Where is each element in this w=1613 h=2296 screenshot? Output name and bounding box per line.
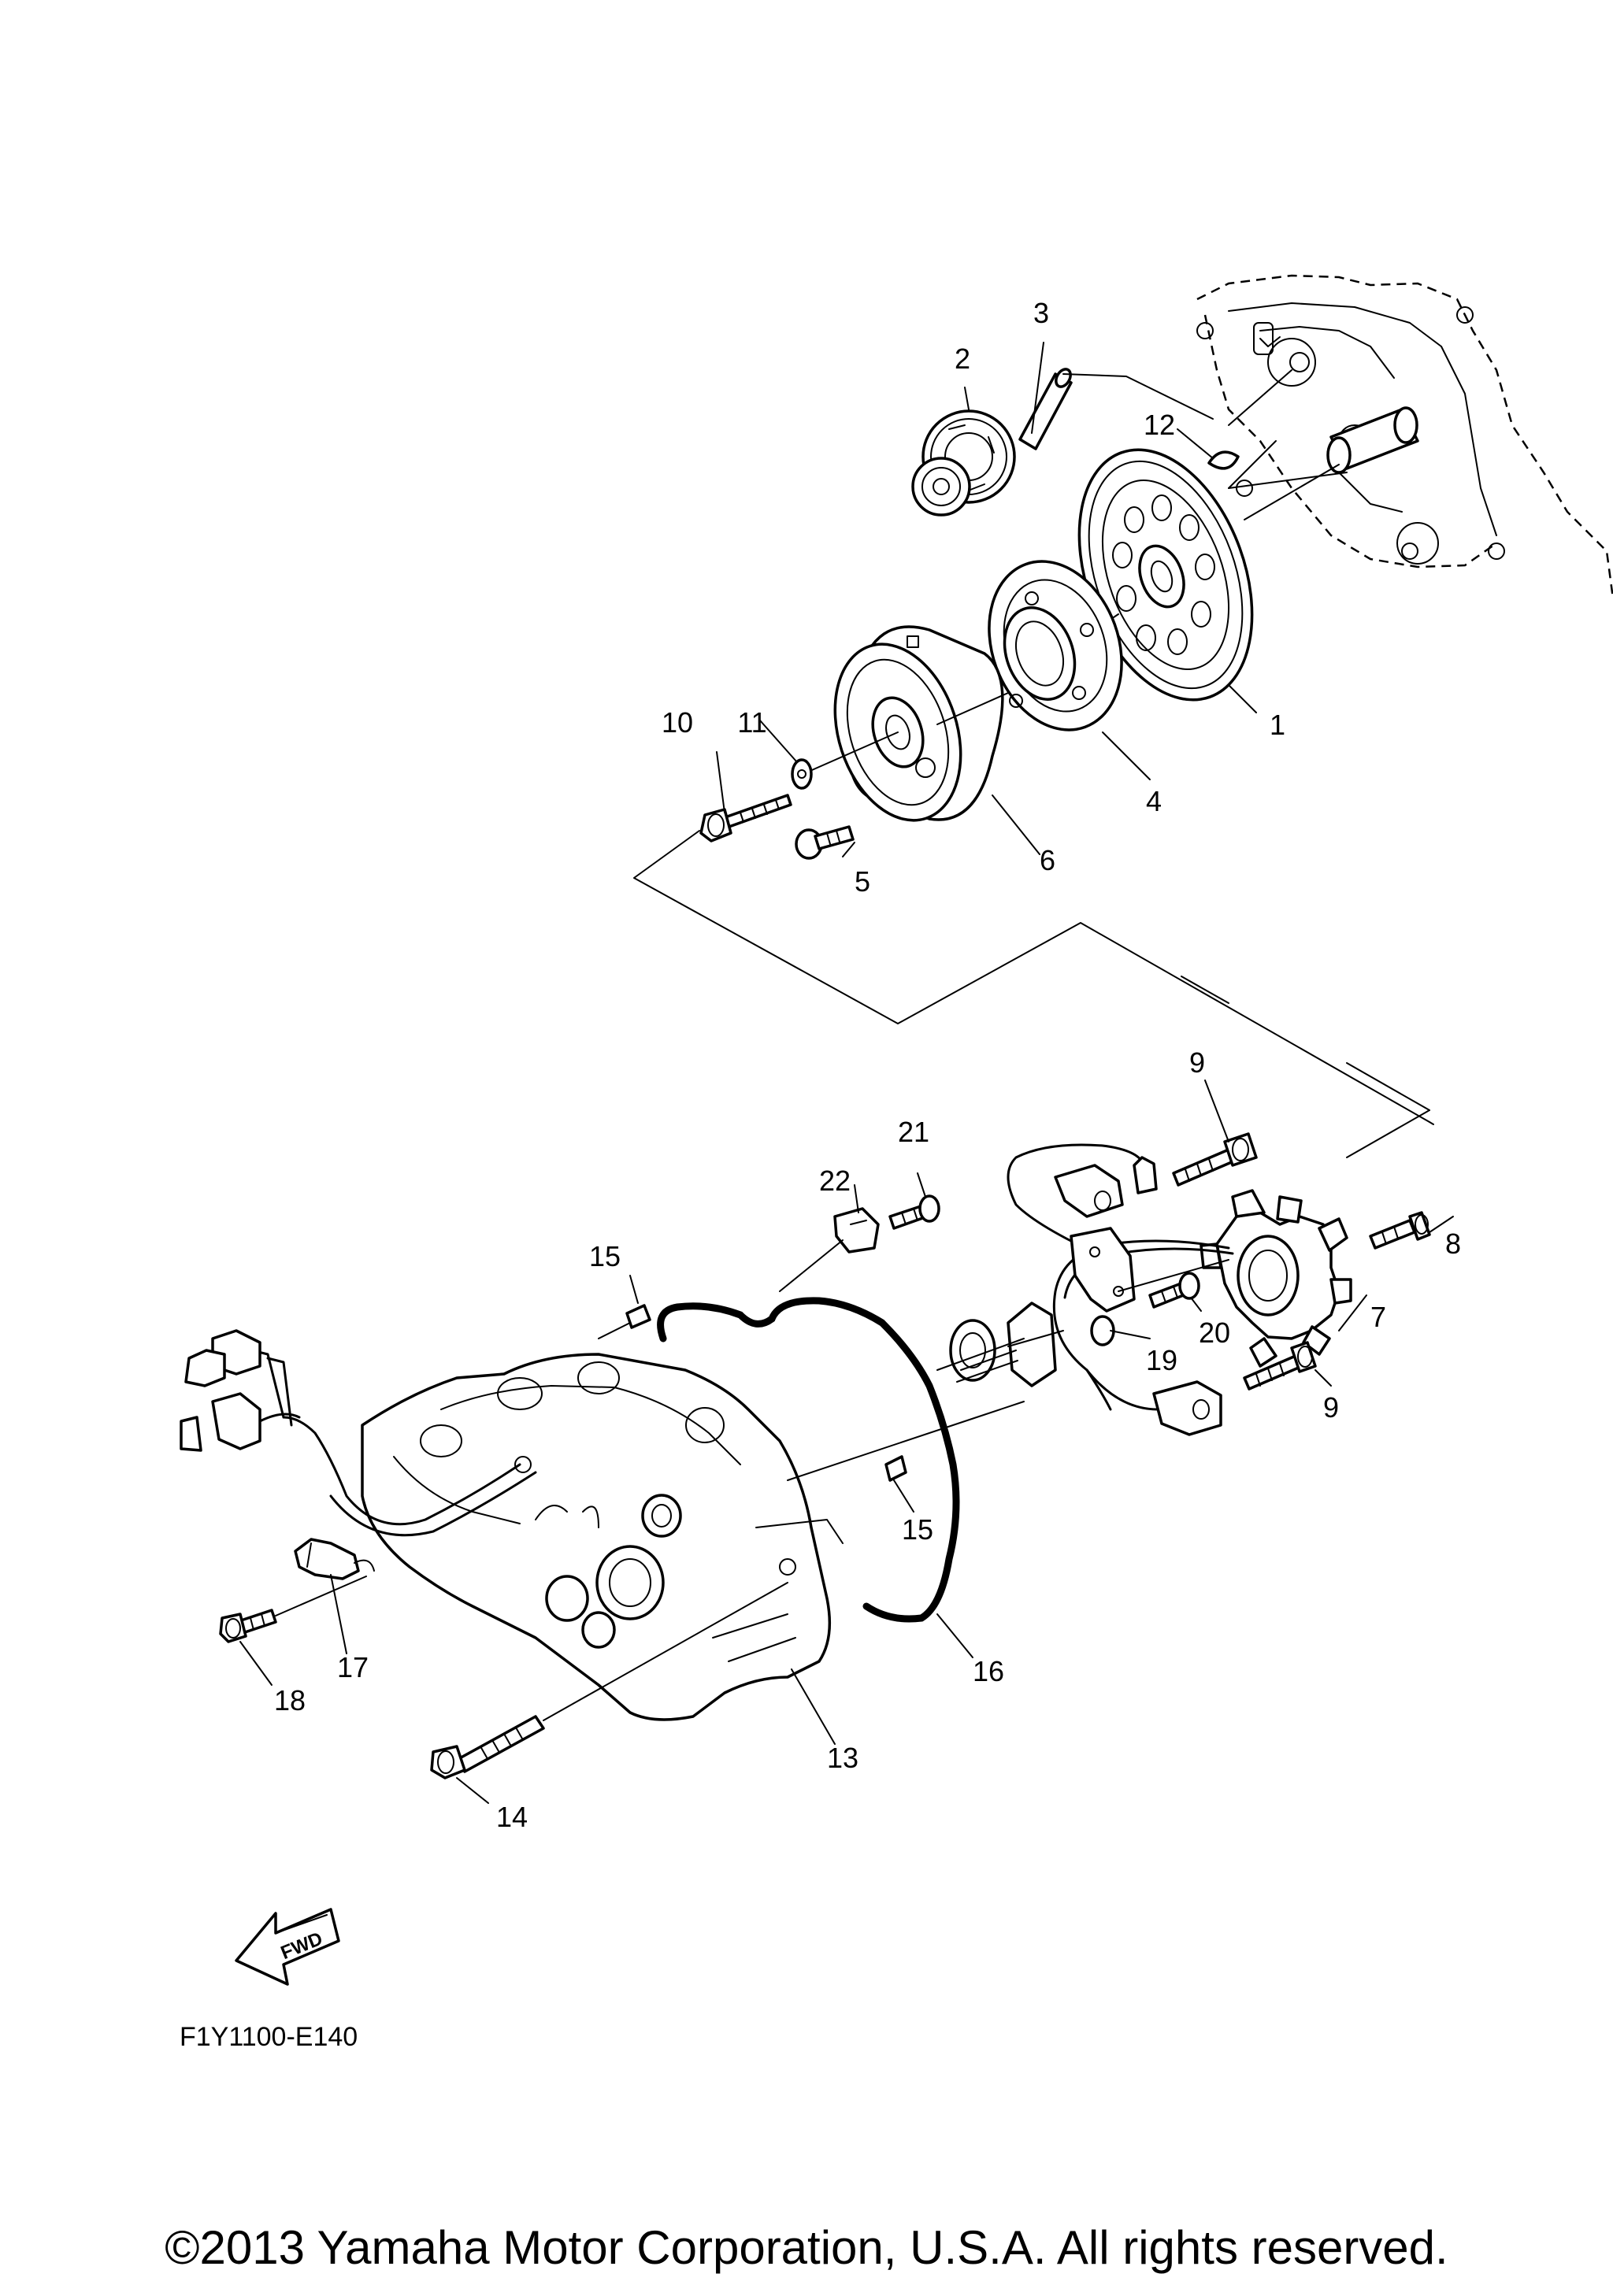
- wire-guide: [779, 1207, 880, 1292]
- starter-clutch: [988, 560, 1123, 731]
- cover-wiring: [180, 1329, 537, 1537]
- cover-bolt: [430, 1582, 788, 1779]
- callout-7: 7: [1370, 1301, 1386, 1333]
- callout-2: 2: [955, 343, 970, 375]
- callout-15-upper: 15: [589, 1240, 621, 1272]
- stator-coil: [1200, 1189, 1352, 1368]
- pickup-coil: [1070, 1227, 1136, 1346]
- callout-12: 12: [1144, 409, 1175, 441]
- rotor-screw: [795, 825, 855, 860]
- copyright-notice: ©2013 Yamaha Motor Corporation, U.S.A. A…: [165, 2221, 1448, 2274]
- callout-15-lower: 15: [902, 1513, 933, 1546]
- callout-11: 11: [737, 706, 766, 739]
- generator-rotor: [799, 625, 1009, 822]
- callout-18: 18: [274, 1684, 306, 1716]
- callout-13: 13: [827, 1742, 858, 1774]
- rotor-washer: [791, 758, 813, 790]
- callout-3: 3: [1033, 297, 1049, 329]
- woodruff-key: [1207, 440, 1348, 489]
- callout-5: 5: [855, 865, 870, 898]
- callout-14: 14: [496, 1801, 528, 1833]
- starter-wheel-gear: [1023, 448, 1340, 702]
- idler-gear: [911, 409, 1016, 517]
- stator-wiring: [1007, 1143, 1234, 1436]
- callout-17: 17: [337, 1651, 369, 1683]
- callout-21: 21: [898, 1116, 929, 1148]
- dowel-pin-upper: [598, 1304, 651, 1339]
- callout-9-upper: 9: [1189, 1046, 1205, 1079]
- rotor-bolt: [699, 794, 792, 842]
- callout-19: 19: [1146, 1344, 1177, 1376]
- clamp-bolt: [219, 1576, 367, 1643]
- leader-lines: [239, 342, 1454, 1804]
- forward-direction-arrow: FWD: [235, 1908, 340, 1986]
- crankcase-outline: [1196, 274, 1613, 599]
- callouts: 3 2 12 1 4 6 5 11 10 9 21 22 15 8 7 20 1…: [274, 297, 1461, 1833]
- callout-1: 1: [1270, 709, 1285, 741]
- callout-6: 6: [1040, 844, 1055, 876]
- callout-22: 22: [819, 1165, 851, 1197]
- wire-clamp: [294, 1538, 375, 1580]
- callout-20: 20: [1199, 1316, 1230, 1349]
- stator-bolt-8: [1369, 1211, 1431, 1250]
- stator-bolt-upper: [1172, 1132, 1258, 1187]
- oil-seal: [949, 1302, 1064, 1387]
- guide-screw: [888, 1194, 940, 1230]
- pickup-bolt: [1148, 1272, 1200, 1309]
- callout-4: 4: [1146, 785, 1162, 817]
- callout-10: 10: [662, 706, 693, 739]
- callout-8: 8: [1445, 1228, 1461, 1260]
- callout-16: 16: [973, 1655, 1004, 1687]
- assembly-bracket-lines: [633, 830, 1434, 1158]
- crankcase-cover: [361, 1353, 907, 1721]
- stator-bolt-lower: [1243, 1341, 1317, 1391]
- cover-gasket: [657, 1297, 960, 1623]
- callout-9-lower: 9: [1323, 1391, 1339, 1424]
- axis-lines: [787, 1259, 1229, 1481]
- figure-code: F1Y1100-E140: [180, 2022, 358, 2052]
